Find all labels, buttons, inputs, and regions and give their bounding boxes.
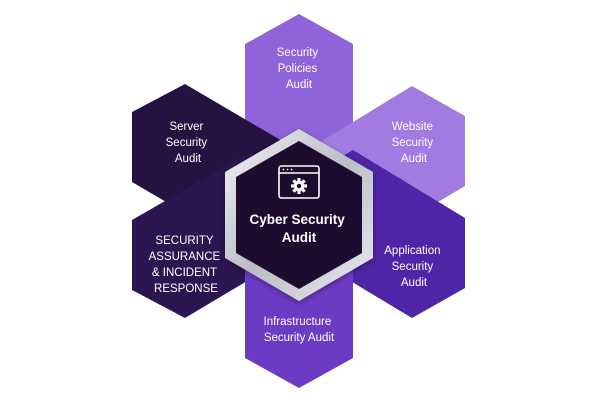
hex-label: Infrastructure Security Audit — [264, 316, 335, 344]
hex-label: Server Security Audit — [166, 121, 211, 165]
label-line: Security — [166, 137, 208, 149]
label-line: Security Audit — [264, 332, 335, 344]
center-hex — [236, 141, 362, 289]
label-line: Audit — [286, 79, 313, 91]
label-line: Website — [392, 121, 433, 133]
label-line: RESPONSE — [154, 283, 218, 295]
hex-label: Website Security Audit — [392, 121, 437, 165]
label-line: Security — [277, 47, 319, 59]
label-line: Audit — [401, 153, 428, 165]
hex-label: Security Policies Audit — [277, 47, 322, 91]
label-line: Security — [392, 261, 434, 273]
label-line: SECURITY — [155, 235, 213, 247]
center-title-line: Cyber Security — [249, 212, 345, 227]
label-line: Audit — [401, 277, 428, 289]
label-line: Infrastructure — [264, 316, 332, 328]
label-line: Security — [392, 137, 434, 149]
settings-window-icon — [278, 165, 320, 199]
center-hub — [225, 129, 373, 301]
label-line: ASSURANCE — [149, 251, 221, 263]
label-line: Policies — [278, 63, 318, 75]
label-line: Application — [384, 245, 440, 257]
hex-label: Application Security Audit — [384, 245, 443, 289]
label-line: & INCIDENT — [152, 267, 217, 279]
center-title: Cyber Security Audit — [249, 212, 348, 245]
center-title-line: Audit — [282, 230, 317, 245]
label-line: Audit — [175, 153, 202, 165]
label-line: Server — [169, 121, 203, 133]
hex-label: SECURITY ASSURANCE & INCIDENT RESPONSE — [149, 235, 224, 295]
